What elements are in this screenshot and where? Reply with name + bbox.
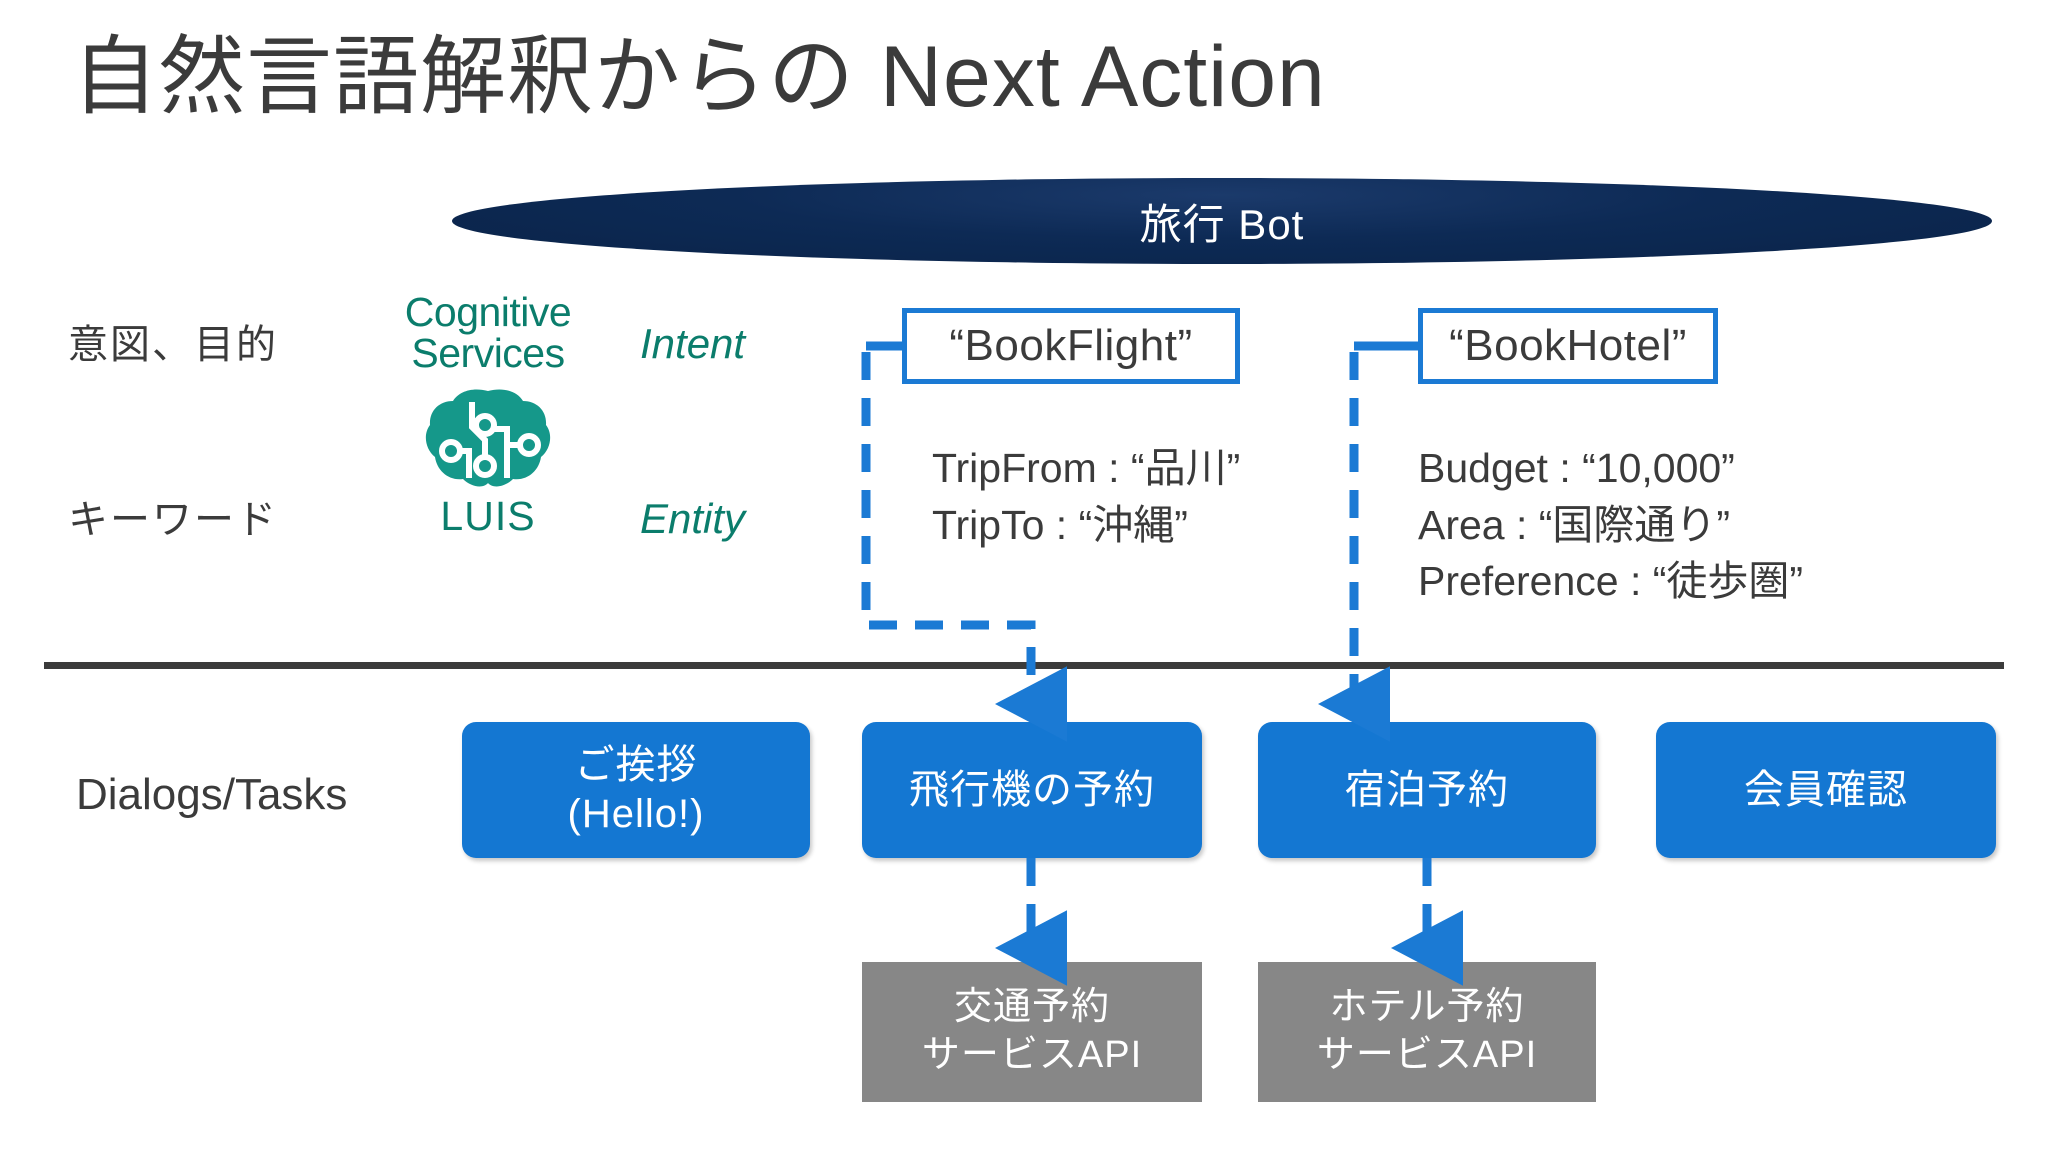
- service-label-line2: サービスAPI: [921, 1034, 1143, 1076]
- dialog-member-verify[interactable]: 会員確認: [1656, 722, 1996, 858]
- luis-product-label: LUIS: [440, 493, 536, 539]
- service-label-line2: サービスAPI: [1316, 1034, 1538, 1076]
- cognitive-services-title-line1: Cognitive: [404, 289, 572, 335]
- row-label-intent: 意図、目的: [68, 323, 278, 367]
- dialog-greeting-label: ご挨拶 (Hello!): [568, 741, 705, 839]
- intent-box-bookhotel[interactable]: “BookHotel”: [1418, 308, 1718, 384]
- entity-item: Area : “国際通り”: [1418, 501, 1731, 548]
- dialog-book-hotel-label: 宿泊予約: [1345, 767, 1509, 812]
- entity-item: TripFrom : “品川”: [932, 445, 1241, 491]
- bot-ellipse-label: 旅行 Bot: [1139, 200, 1305, 248]
- service-label-line1: 交通予約: [953, 986, 1110, 1029]
- dialog-book-hotel[interactable]: 宿泊予約: [1258, 722, 1596, 858]
- entity-list-bookhotel: Budget : “10,000” Area : “国際通り” Preferen…: [1418, 440, 1803, 610]
- dialog-label-line2: (Hello!): [567, 792, 705, 836]
- intent-box-bookflight[interactable]: “BookFlight”: [902, 308, 1240, 384]
- bot-ellipse: 旅行 Bot: [452, 178, 1992, 264]
- dialog-label-line1: ご挨拶: [574, 743, 698, 788]
- row-label-entity: キーワード: [68, 498, 278, 542]
- service-transport-api[interactable]: 交通予約 サービスAPI: [862, 962, 1202, 1102]
- dialog-book-flight[interactable]: 飛行機の予約: [862, 722, 1202, 858]
- cognitive-services-block: Cognitive Services LUIS: [372, 292, 604, 537]
- dialog-greeting[interactable]: ご挨拶 (Hello!): [462, 722, 810, 858]
- page-title: 自然言語解釈からの Next Action: [72, 29, 1326, 125]
- entity-item: TripTo : “沖縄”: [932, 501, 1188, 548]
- dialog-member-verify-label: 会員確認: [1744, 767, 1908, 812]
- service-label-line1: ホテル予約: [1329, 986, 1525, 1029]
- service-hotel-api[interactable]: ホテル予約 サービスAPI: [1258, 962, 1596, 1102]
- kind-label-intent: Intent: [640, 320, 746, 367]
- section-divider: [44, 662, 2004, 669]
- intent-box-bookflight-label: “BookFlight”: [949, 321, 1193, 370]
- cognitive-services-title-line2: Services: [411, 330, 565, 376]
- cognitive-services-title: Cognitive Services: [372, 292, 604, 374]
- brain-circuit-icon: [372, 384, 604, 494]
- kind-label-entity: Entity: [640, 495, 746, 542]
- entity-list-bookflight: TripFrom : “品川” TripTo : “沖縄”: [932, 440, 1240, 553]
- dialog-book-flight-label: 飛行機の予約: [909, 767, 1155, 812]
- entity-item: Preference : “徒歩圏”: [1418, 558, 1804, 605]
- entity-item: Budget : “10,000”: [1418, 445, 1735, 491]
- row-label-dialogs-tasks: Dialogs/Tasks: [76, 770, 348, 819]
- service-transport-api-label: 交通予約 サービスAPI: [922, 984, 1142, 1080]
- intent-box-bookhotel-label: “BookHotel”: [1449, 321, 1687, 370]
- service-hotel-api-label: ホテル予約 サービスAPI: [1317, 984, 1537, 1080]
